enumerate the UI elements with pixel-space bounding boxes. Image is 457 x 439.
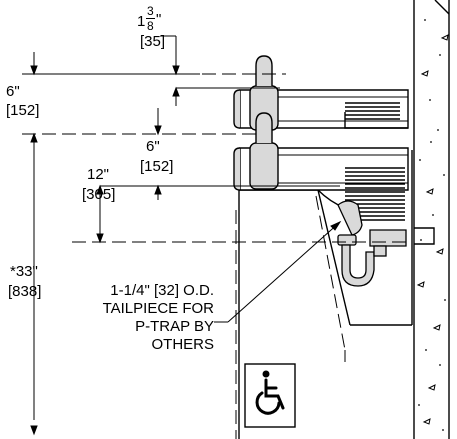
- twelve-dim-mm: [305]: [82, 186, 116, 203]
- left-upper-dim-mm: [152]: [6, 102, 40, 119]
- top-dim-num: 3: [147, 4, 154, 18]
- callout-line-2: TAILPIECE FOR: [102, 300, 214, 317]
- callout-line-1: 1-1/4" [32] O.D.: [110, 282, 214, 299]
- twelve-dim-in: 12": [87, 166, 110, 183]
- height-dim-mm: [838]: [8, 283, 42, 300]
- fraction-bar: [146, 18, 155, 19]
- callout-line-4: OTHERS: [151, 336, 214, 353]
- wheelchair-icon: [255, 370, 285, 415]
- top-dim-inches: 1: [137, 13, 145, 30]
- mid-dim-in: 6": [146, 138, 160, 155]
- top-dim-den: 8: [147, 19, 154, 33]
- callout-line-3: P-TRAP BY: [135, 318, 214, 335]
- height-dim-in: *33": [10, 263, 38, 280]
- extension-lines: [22, 73, 412, 439]
- top-dim-whole: 1: [137, 13, 146, 30]
- mid-dim-mm: [152]: [140, 158, 174, 175]
- wall: [413, 0, 450, 439]
- left-upper-dim-in: 6": [6, 83, 20, 100]
- p-trap: [337, 200, 407, 287]
- tailpiece-callout: 1-1/4" [32] O.D. TAILPIECE FOR P-TRAP BY…: [80, 282, 214, 354]
- dimension-lines: [30, 35, 342, 436]
- top-dim-mark: ": [156, 11, 162, 28]
- accessibility-sign: [244, 363, 296, 428]
- lower-fountain: [233, 112, 409, 221]
- top-dim-mm: [35]: [140, 33, 166, 50]
